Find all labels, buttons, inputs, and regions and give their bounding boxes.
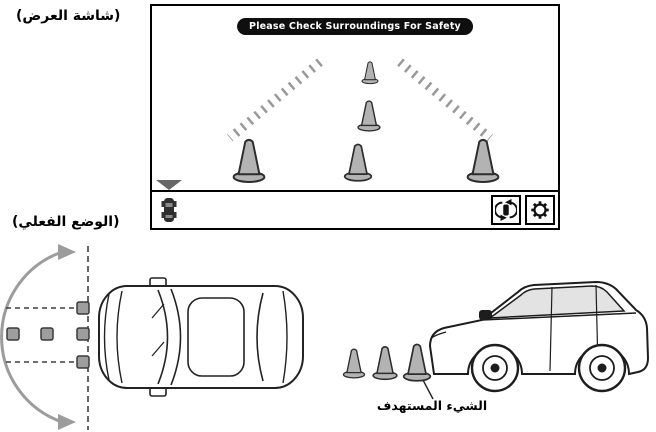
target-object-leader-line [422,379,434,400]
actual-cone-2 [372,346,398,381]
arc-arrow-top [58,244,76,260]
actual-cone-3 [402,343,432,382]
roof-outline [187,297,245,377]
arc-arrow-bottom [58,414,76,430]
detection-zone-arc [0,250,63,424]
own-bumper-shadow [156,180,182,190]
traffic-cone-near-right [466,138,500,183]
vehicle-position-indicator [160,195,178,225]
camera-display-screen: Please Check Surroundings For Safety [150,4,560,230]
actual-cone-1 [342,348,366,379]
car-body-outline [98,285,304,389]
traffic-cone-far [361,61,379,85]
car-side-view [428,280,650,393]
side-mirror [479,310,492,320]
car-rear-view-icon [161,198,177,222]
rear-window-line [256,292,264,382]
door-seam-front [549,286,553,372]
traffic-cone-near-center [343,143,373,182]
camera-view-switch-button[interactable] [491,195,521,225]
settings-button[interactable] [525,195,555,225]
gear-icon [531,201,549,219]
wipers [151,303,165,357]
side-view-diagram [342,280,650,400]
headlight-line [430,331,447,339]
target-object-markers [6,301,90,369]
display-screen-label: (شاشة العرض) [16,8,121,24]
windshield-line [157,289,169,385]
top-view-diagram [0,244,304,430]
guide-line-right [397,58,493,142]
actual-position-label: (الوضع الفعلي) [12,214,120,230]
car-top-view [98,277,304,397]
safety-warning-banner: Please Check Surroundings For Safety [237,18,473,35]
side-windows [487,285,626,319]
target-object-label: الشيء المستهدف [376,398,488,413]
camera-scene [227,58,500,183]
camera-view-switch-icon [495,199,517,221]
traffic-cone-mid [357,100,381,132]
display-bottom-bar [152,190,558,228]
traffic-cone-near-left [232,138,266,183]
guide-line-left [227,58,323,142]
belt-line [481,312,637,321]
